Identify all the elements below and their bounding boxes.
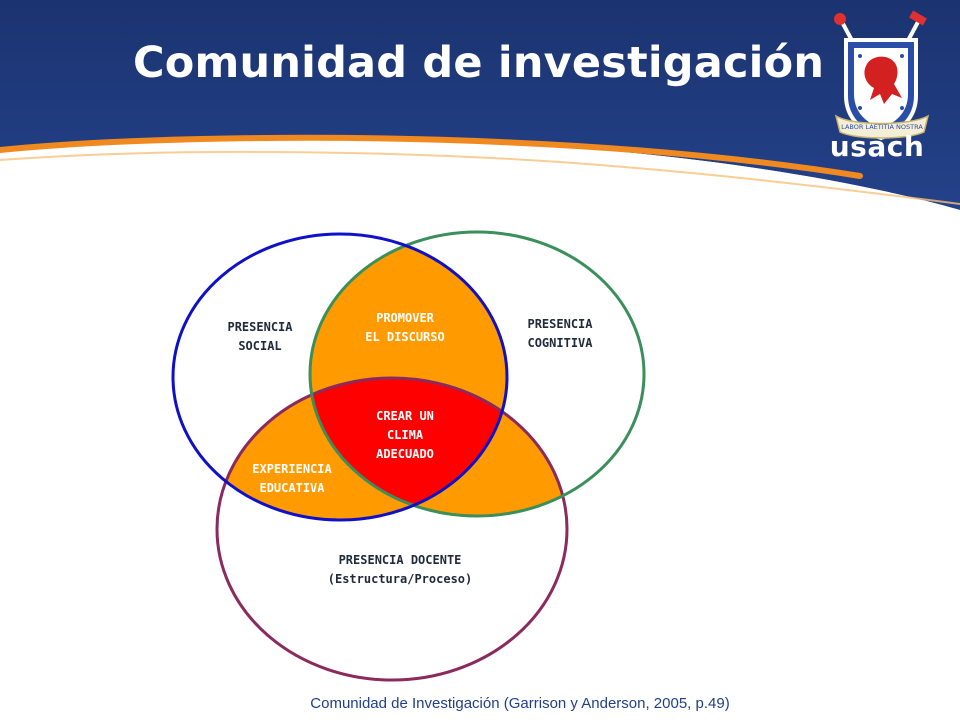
label-crear-clima: CREAR UN CLIMA ADECUADO: [376, 409, 434, 461]
label-promover-discurso: PROMOVER EL DISCURSO: [365, 311, 445, 344]
label-experiencia-educativa: EXPERIENCIA EDUCATIVA: [252, 462, 332, 495]
circle-presencia-docente: [215, 376, 569, 682]
circle-presencia-social: [171, 232, 509, 522]
crest-motto: LABOR LAETITIA NOSTRA: [841, 123, 923, 131]
label-presencia-docente: PRESENCIA DOCENTE (Estructura/Proceso): [327, 553, 473, 586]
source-caption: Comunidad de Investigación (Garrison y A…: [310, 695, 730, 712]
slide-title: Comunidad de investigación: [133, 38, 825, 88]
label-presencia-cognitiva: PRESENCIA COGNITIVA: [527, 317, 593, 350]
brand-wordmark: usach: [829, 130, 925, 163]
university-crest-icon: LABOR LAETITIA NOSTRA: [834, 10, 930, 141]
label-presencia-social: PRESENCIA SOCIAL: [227, 320, 293, 353]
header-orange-swoosh: [0, 134, 863, 179]
crest-lion: [864, 56, 902, 104]
header-banner: [0, 0, 960, 210]
header-light-swoosh: [0, 150, 960, 205]
crest-motto-ribbon: [834, 114, 930, 139]
circle-presencia-cognitiva: [308, 230, 646, 518]
header-white-swoosh: [0, 137, 960, 210]
